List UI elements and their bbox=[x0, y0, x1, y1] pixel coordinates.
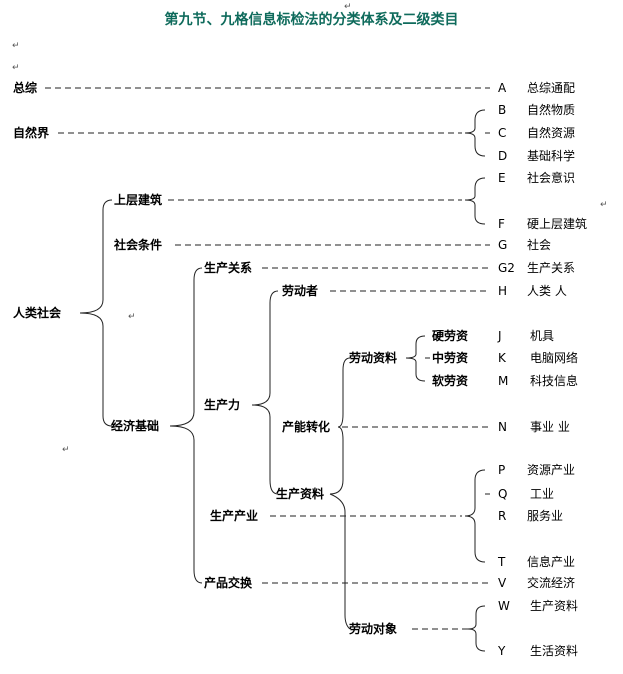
category-label: 自然资源 bbox=[527, 126, 576, 140]
category-label: 服务业 bbox=[527, 509, 564, 523]
category-code: D bbox=[498, 149, 508, 163]
category-label: 社会 bbox=[527, 238, 552, 252]
category-label: 交流经济 bbox=[527, 576, 576, 590]
node-ziranjie: 自然界 bbox=[13, 126, 50, 140]
category-code: F bbox=[498, 217, 505, 231]
category-label: 科技信息 bbox=[530, 374, 579, 388]
node-renleishehui: 人类社会 bbox=[13, 306, 62, 320]
category-code: V bbox=[498, 576, 507, 590]
paragraph-mark: ↵ bbox=[600, 200, 608, 210]
category-label: 人类 人 bbox=[527, 284, 567, 298]
node-zhonglaozi: 中劳资 bbox=[432, 351, 469, 365]
category-code: G2 bbox=[498, 261, 515, 275]
node-shehuitiaojian: 社会条件 bbox=[114, 238, 163, 252]
node-chanpinjiaohuan: 产品交换 bbox=[204, 576, 253, 590]
category-label: 信息产业 bbox=[527, 555, 576, 569]
category-code: J bbox=[498, 329, 502, 343]
category-code: M bbox=[498, 374, 509, 388]
category-code: K bbox=[498, 351, 506, 365]
category-code: R bbox=[498, 509, 507, 523]
category-code: Q bbox=[498, 487, 508, 501]
node-yinglaozi: 硬劳资 bbox=[432, 329, 469, 343]
category-code: C bbox=[498, 126, 507, 140]
paragraph-mark: ↵ bbox=[12, 41, 20, 51]
category-code: H bbox=[498, 284, 508, 298]
category-code: T bbox=[498, 555, 506, 569]
leader-lines bbox=[45, 87, 490, 630]
node-jingjijichu: 经济基础 bbox=[111, 419, 160, 433]
category-label: 生产关系 bbox=[527, 261, 576, 275]
category-label: 基础科学 bbox=[527, 149, 576, 163]
page-title: 第九节、九格信息标检法的分类体系及二级类目 bbox=[164, 12, 459, 28]
category-code: E bbox=[498, 171, 506, 185]
node-shengchanchanye: 生产产业 bbox=[210, 509, 259, 523]
node-ruanlaozi: 软劳资 bbox=[432, 374, 469, 388]
node-shengchanziliao: 生产资料 bbox=[276, 487, 325, 501]
node-laodongziliao: 劳动资料 bbox=[349, 351, 398, 365]
category-label: 事业 业 bbox=[530, 420, 570, 434]
node-laodongduixiang: 劳动对象 bbox=[349, 622, 398, 636]
category-label: 资源产业 bbox=[527, 463, 576, 477]
category-code: N bbox=[498, 420, 507, 434]
node-shangcengjianzhu: 上层建筑 bbox=[114, 193, 163, 207]
category-label: 电脑网络 bbox=[530, 351, 579, 365]
category-label: 总综通配 bbox=[527, 81, 576, 95]
node-shengchanguanxi: 生产关系 bbox=[204, 261, 253, 275]
paragraph-mark: ↵ bbox=[128, 312, 136, 322]
category-code: W bbox=[498, 599, 510, 613]
category-label: 工业 bbox=[530, 487, 555, 501]
node-shengchanli: 生产力 bbox=[204, 398, 241, 412]
category-code: B bbox=[498, 103, 507, 117]
category-code: P bbox=[498, 463, 506, 477]
node-laodongzhe: 劳动者 bbox=[282, 284, 319, 298]
paragraph-mark: ↵ bbox=[12, 63, 20, 73]
paragraph-mark: ↵ bbox=[62, 445, 70, 455]
paragraph-mark: ↵ bbox=[344, 2, 352, 12]
node-zongzong: 总综 bbox=[13, 81, 38, 95]
category-label: 机具 bbox=[530, 329, 555, 343]
category-code: Y bbox=[498, 644, 506, 658]
category-label: 生产资料 bbox=[530, 599, 579, 613]
category-label: 自然物质 bbox=[527, 103, 576, 117]
node-channengzhuanhua: 产能转化 bbox=[282, 420, 331, 434]
category-label: 生活资料 bbox=[530, 644, 579, 658]
category-code: G bbox=[498, 238, 508, 252]
category-label: 硬上层建筑 bbox=[527, 217, 588, 231]
category-code: A bbox=[498, 81, 507, 95]
category-label: 社会意识 bbox=[527, 171, 576, 185]
